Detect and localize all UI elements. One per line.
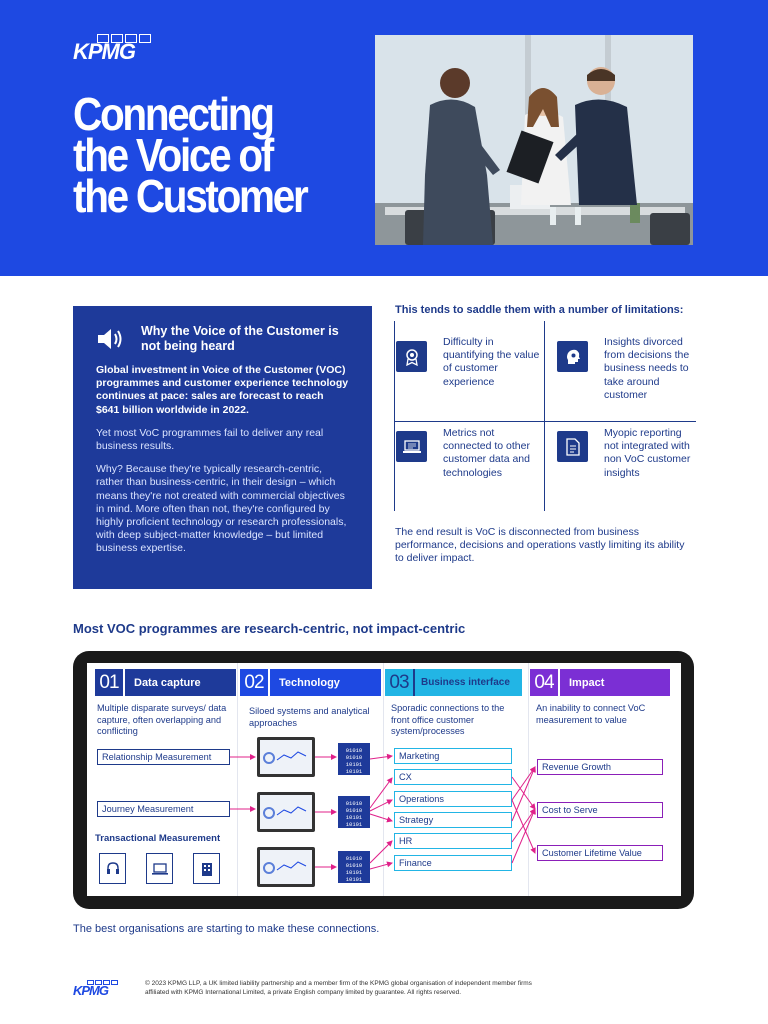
limitation-item: Difficulty in quantifying the value of c… <box>443 336 540 388</box>
footer-copyright: © 2023 KPMG LLP, a UK limited liability … <box>145 980 532 996</box>
footer-kpmg-logo: KPMG <box>73 980 118 998</box>
column-description: Siloed systems and analytical approaches <box>249 706 370 728</box>
limitation-item: Myopic reporting not integrated with non… <box>604 427 691 479</box>
limitations-grid: Difficulty in quantifying the value of c… <box>394 321 696 511</box>
transactional-measurement-label: Transactional Measurement <box>95 833 221 844</box>
why-voc-investment: Global investment in Voice of the Custom… <box>96 364 349 416</box>
business-tag: Strategy <box>394 812 512 828</box>
why-voc-heading: Why the Voice of the Customer is not bei… <box>141 324 339 353</box>
building-icon <box>193 853 220 884</box>
monitor-icon <box>257 847 315 887</box>
document-icon <box>557 431 588 462</box>
journey-measurement-tag: Journey Measurement <box>97 801 230 817</box>
monitor-icon <box>257 792 315 832</box>
impact-tag: Customer Lifetime Value <box>537 845 663 861</box>
kpmg-logo: KPMG <box>73 34 151 65</box>
why-voc-reason: Why? Because they're typically research-… <box>96 463 347 555</box>
headset-icon <box>99 853 126 884</box>
column-description: An inability to connect VoC measurement … <box>536 703 646 725</box>
column-description: Sporadic connections to the front office… <box>391 703 505 736</box>
impact-tag: Revenue Growth <box>537 759 663 775</box>
relationship-measurement-tag: Relationship Measurement <box>97 749 230 765</box>
business-tag: Finance <box>394 855 512 871</box>
limitations-heading: This tends to saddle them with a number … <box>395 304 684 316</box>
monitor-icon <box>257 737 315 777</box>
why-voc-results: Yet most VoC programmes fail to deliver … <box>96 426 324 453</box>
limitation-item: Metrics not connected to other customer … <box>443 427 530 479</box>
speaker-icon <box>98 329 122 349</box>
laptop-icon <box>396 431 427 462</box>
business-meeting-photo <box>375 35 693 245</box>
connector-arrows <box>230 753 536 870</box>
column-description: Multiple disparate surveys/ data capture… <box>97 703 227 736</box>
business-tag: CX <box>394 769 512 785</box>
business-tag: Marketing <box>394 748 512 764</box>
laptop-icon <box>146 853 173 884</box>
closing-statement: The best organisations are starting to m… <box>73 923 380 935</box>
section-heading: Most VOC programmes are research-centric… <box>73 621 466 636</box>
head-gear-icon <box>557 341 588 372</box>
business-tag: Operations <box>394 791 512 807</box>
limitation-item: Insights divorced from decisions the bus… <box>604 336 690 401</box>
impact-tag: Cost to Serve <box>537 802 663 818</box>
business-tag: HR <box>394 833 512 849</box>
limitations-conclusion: The end result is VoC is disconnected fr… <box>395 526 685 565</box>
award-icon <box>396 341 427 372</box>
why-voc-box: Why the Voice of the Customer is not bei… <box>73 306 372 589</box>
